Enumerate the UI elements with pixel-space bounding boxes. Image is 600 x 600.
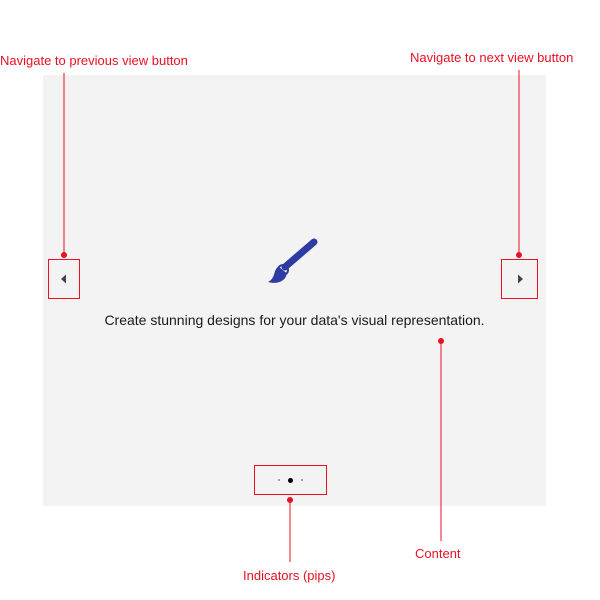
- pip-dot-active[interactable]: [288, 477, 293, 483]
- pip-dot[interactable]: [278, 479, 280, 481]
- callout-next-label: Navigate to next view button: [410, 50, 574, 65]
- pip-dot[interactable]: [301, 479, 303, 481]
- next-view-button[interactable]: [501, 259, 538, 299]
- content-text: Create stunning designs for your data's …: [104, 312, 485, 328]
- callout-prev-label: Navigate to previous view button: [0, 53, 188, 68]
- pips-indicator[interactable]: [254, 465, 327, 495]
- caret-right-icon: [517, 274, 523, 284]
- previous-view-button[interactable]: [48, 259, 80, 299]
- paintbrush-icon: [268, 238, 318, 283]
- caret-left-icon: [61, 274, 66, 284]
- callout-pips-label: Indicators (pips): [243, 568, 336, 583]
- callout-content-label: Content: [415, 546, 461, 561]
- flipview-panel: [43, 75, 546, 506]
